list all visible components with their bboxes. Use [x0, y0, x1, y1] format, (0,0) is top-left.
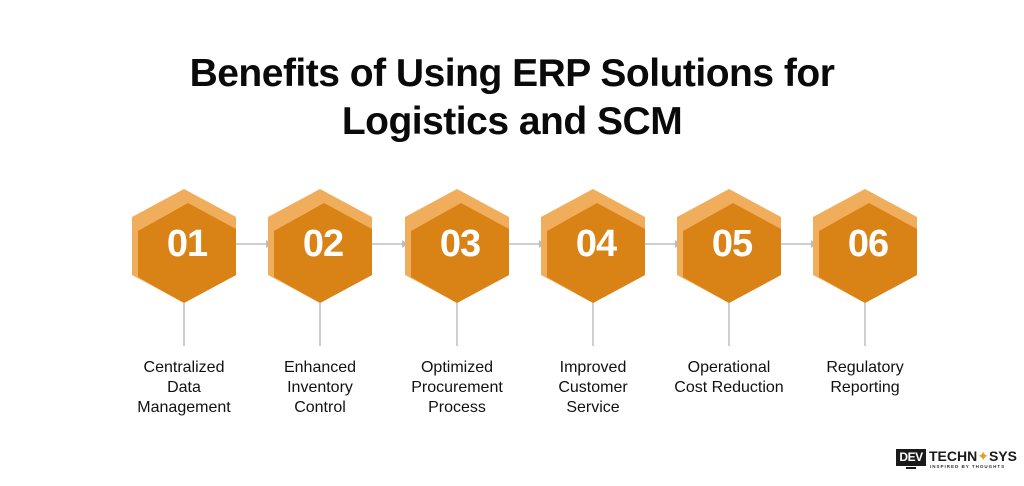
step-number: 04	[575, 223, 617, 265]
hexagon-icon	[813, 189, 917, 303]
label-line: Centralized	[143, 359, 225, 376]
step-number: 01	[166, 223, 208, 265]
label-line: Operational	[687, 359, 771, 376]
step-number: 06	[847, 223, 889, 265]
step-hexagon-6: 06	[813, 189, 917, 303]
step-hexagon-2: 02	[268, 189, 372, 303]
logo-wordmark: TECHN✦SYS	[929, 448, 1017, 464]
brand-logo: DEV TECHN✦SYS INSPIRED BY THOUGHTS	[896, 448, 1017, 473]
hexagon-icon	[268, 189, 372, 303]
step-hexagon-1: 01	[132, 189, 236, 303]
label-line: Regulatory	[826, 359, 904, 376]
title-line-1: Benefits of Using ERP Solutions for	[189, 52, 835, 95]
logo-monitor-icon: DEV	[896, 449, 926, 466]
label-line: Reporting	[830, 379, 900, 396]
logo-name-part2: SYS	[988, 448, 1017, 464]
hexagon-icon	[405, 189, 509, 303]
step-hexagon-5: 05	[677, 189, 781, 303]
step-number: 02	[302, 223, 344, 265]
page-title: Benefits of Using ERP Solutions for Logi…	[0, 50, 1024, 146]
label-line: Enhanced	[283, 359, 357, 376]
step-label-6: Regulatory Reporting	[797, 358, 933, 398]
label-line: Cost Reduction	[674, 379, 784, 396]
label-line: Control	[294, 399, 346, 416]
title-line-2: Logistics and SCM	[341, 100, 683, 143]
label-line: Procurement	[411, 379, 503, 396]
step-label-3: Optimized Procurement Process	[389, 358, 525, 418]
step-hexagon-4: 04	[541, 189, 645, 303]
label-line: Management	[137, 399, 231, 416]
label-line: Service	[566, 399, 620, 416]
step-number: 05	[711, 223, 753, 265]
gear-icon: ✦	[977, 448, 989, 464]
label-line: Optimized	[420, 359, 494, 376]
step-hexagon-3: 03	[405, 189, 509, 303]
label-line: Data	[167, 379, 201, 396]
step-label-1: Centralized Data Management	[116, 358, 252, 418]
hexagon-icon	[677, 189, 781, 303]
label-line: Customer	[558, 379, 628, 396]
logo-tagline: INSPIRED BY THOUGHTS	[930, 464, 1006, 469]
label-line: Improved	[559, 359, 627, 376]
hexagon-icon	[132, 189, 236, 303]
hexagon-icon	[541, 189, 645, 303]
label-line: Inventory	[287, 379, 353, 396]
step-label-2: Enhanced Inventory Control	[252, 358, 388, 418]
logo-monitor-stand	[906, 467, 916, 469]
logo-name-part1: TECHN	[929, 448, 978, 464]
step-label-4: Improved Customer Service	[525, 358, 661, 418]
step-number: 03	[439, 223, 481, 265]
label-line: Process	[428, 399, 486, 416]
step-label-5: Operational Cost Reduction	[656, 358, 802, 398]
